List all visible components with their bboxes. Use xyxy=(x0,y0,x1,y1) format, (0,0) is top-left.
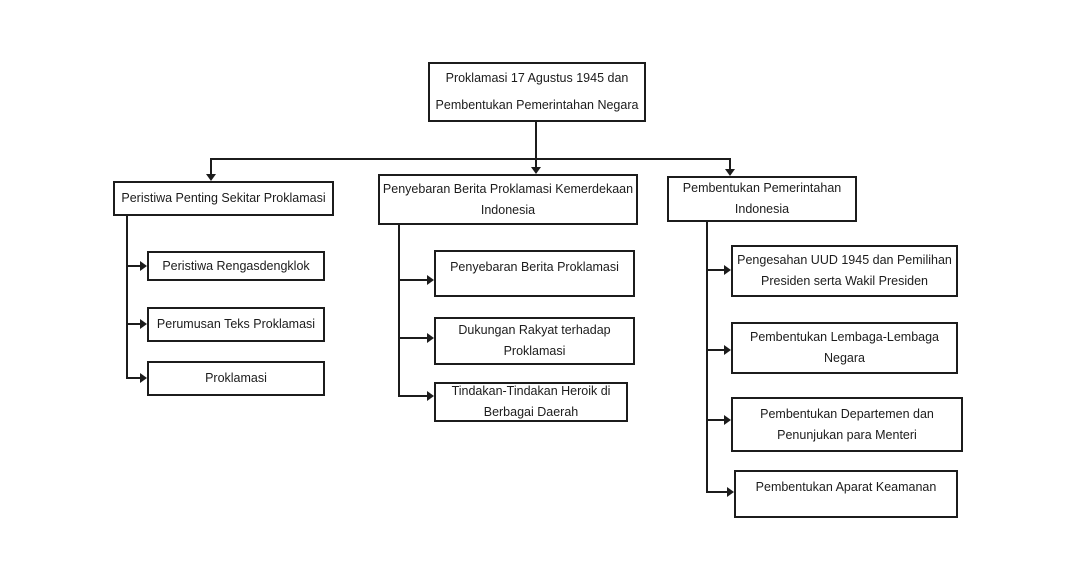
connector-right-child-2 xyxy=(706,349,724,351)
connector-drop-branch-1 xyxy=(210,158,212,174)
connector-middle-group-stem xyxy=(398,225,400,397)
node-branch-pembentukan-pemerintahan: Pembentukan Pemerintahan Indonesia xyxy=(667,176,857,222)
node-dukungan-rakyat: Dukungan Rakyat terhadap Proklamasi xyxy=(434,317,635,365)
connector-right-child-4 xyxy=(706,491,727,493)
node-peristiwa-rengasdengklok: Peristiwa Rengasdengklok xyxy=(147,251,325,281)
arrowhead-branch-3 xyxy=(725,169,735,176)
arrowhead-left-child-3 xyxy=(140,373,147,383)
arrowhead-right-child-1 xyxy=(724,265,731,275)
connector-middle-child-3 xyxy=(398,395,427,397)
connector-left-group-stem xyxy=(126,216,128,379)
arrowhead-right-child-2 xyxy=(724,345,731,355)
connector-branch-crossbar xyxy=(210,158,731,160)
arrowhead-middle-child-1 xyxy=(427,275,434,285)
arrowhead-middle-child-2 xyxy=(427,333,434,343)
connector-left-child-3 xyxy=(126,377,140,379)
arrowhead-middle-child-3 xyxy=(427,391,434,401)
arrowhead-left-child-2 xyxy=(140,319,147,329)
connector-right-group-stem xyxy=(706,222,708,493)
connector-drop-branch-3 xyxy=(729,158,731,170)
arrowhead-right-child-4 xyxy=(727,487,734,497)
connector-left-child-1 xyxy=(126,265,140,267)
connector-middle-child-1 xyxy=(398,279,427,281)
connector-right-child-1 xyxy=(706,269,724,271)
connector-right-child-3 xyxy=(706,419,724,421)
node-perumusan-teks-proklamasi: Perumusan Teks Proklamasi xyxy=(147,307,325,342)
node-branch-peristiwa-penting: Peristiwa Penting Sekitar Proklamasi xyxy=(113,181,334,216)
node-root: Proklamasi 17 Agustus 1945 dan Pembentuk… xyxy=(428,62,646,122)
node-branch-penyebaran-berita: Penyebaran Berita Proklamasi Kemerdekaan… xyxy=(378,174,638,225)
node-penyebaran-berita-proklamasi: Penyebaran Berita Proklamasi xyxy=(434,250,635,297)
node-pengesahan-uud: Pengesahan UUD 1945 dan Pemilihan Presid… xyxy=(731,245,958,297)
node-aparat-keamanan: Pembentukan Aparat Keamanan xyxy=(734,470,958,518)
arrowhead-branch-2 xyxy=(531,167,541,174)
node-proklamasi: Proklamasi xyxy=(147,361,325,396)
node-lembaga-negara: Pembentukan Lembaga-Lembaga Negara xyxy=(731,322,958,374)
arrowhead-left-child-1 xyxy=(140,261,147,271)
connector-left-child-2 xyxy=(126,323,140,325)
connector-middle-child-2 xyxy=(398,337,427,339)
node-departemen-menteri: Pembentukan Departemen dan Penunjukan pa… xyxy=(731,397,963,452)
node-tindakan-heroik: Tindakan-Tindakan Heroik di Berbagai Dae… xyxy=(434,382,628,422)
arrowhead-right-child-3 xyxy=(724,415,731,425)
connector-root-stem xyxy=(535,122,537,168)
arrowhead-branch-1 xyxy=(206,174,216,181)
